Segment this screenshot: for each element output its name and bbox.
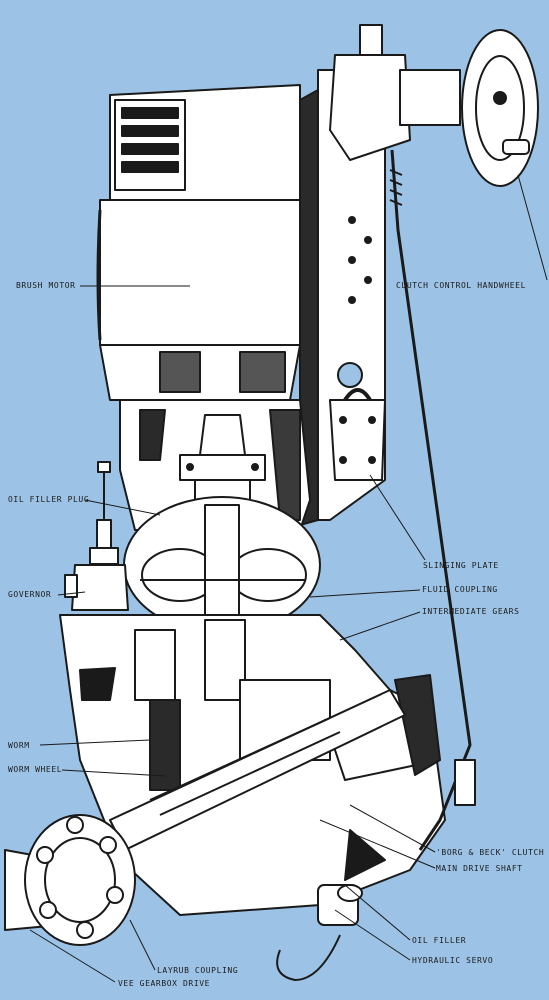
brush-motor (96, 84, 301, 401)
label-slinging-plate: SLINGING PLATE (423, 561, 499, 570)
label-vee-gearbox-drive: VEE GEARBOX DRIVE (118, 979, 211, 988)
layrub-coupling (4, 814, 136, 946)
label-main-drive-shaft: MAIN DRIVE SHAFT (436, 864, 523, 873)
label-brush-motor: BRUSH MOTOR (16, 281, 76, 290)
slinging-plate (329, 388, 386, 481)
leader-lines (29, 174, 548, 983)
hydraulic-servo (276, 884, 363, 981)
label-worm: WORM (8, 741, 30, 750)
label-governor: GOVERNOR (8, 590, 52, 599)
label-worm-wheel: WORM WHEEL (8, 765, 63, 774)
shaft-coupling (179, 414, 266, 501)
label-oil-filler: OIL FILLER (412, 936, 467, 945)
fluid-coupling-housing (123, 496, 321, 636)
governor (64, 461, 129, 611)
clutch-control-rod (389, 149, 476, 851)
label-fluid-coupling: FLUID COUPLING (422, 585, 498, 594)
label-borg-beck-clutch: 'BORG & BECK' CLUTCH (436, 848, 545, 857)
label-clutch-control-handwheel: CLUTCH CONTROL HANDWHEEL (396, 281, 526, 290)
label-layrub-coupling: LAYRUB COUPLING (157, 966, 239, 975)
label-oil-filler-plug: OIL FILLER PLUG (8, 495, 90, 504)
label-hydraulic-servo: HYDRAULIC SERVO (412, 956, 494, 965)
label-intermediate-gears: INTERMEDIATE GEARS (422, 607, 520, 616)
clutch-handwheel (329, 24, 539, 187)
